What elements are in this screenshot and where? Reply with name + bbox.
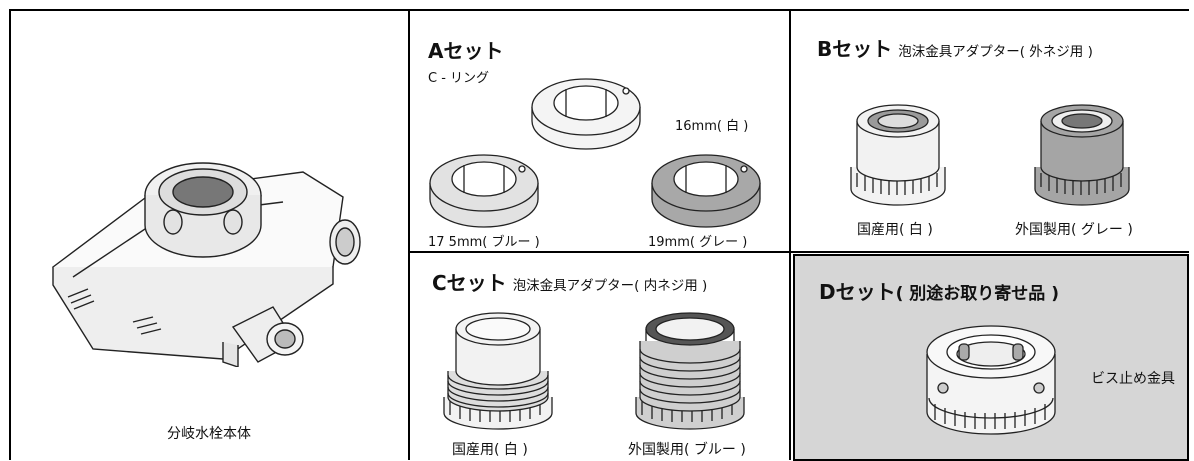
adapter-c-foreign-illustration [635, 312, 745, 430]
adapter-c-domestic-illustration [443, 312, 553, 430]
set-a-title: Aセット [428, 39, 504, 63]
divider-b-d [789, 251, 1189, 253]
adapter-b-foreign-label: 外国製用( グレー ) [1015, 222, 1133, 238]
c-ring-19mm-illustration [651, 154, 761, 228]
set-d-title: Dセット( 別途お取り寄せ品 ) [819, 276, 1059, 305]
set-a-panel: Aセット C - リング 16mm( 白 ) 17 5mm( ブルー ) [410, 11, 788, 250]
set-d-title-text: Dセット [819, 280, 896, 304]
c-ring-16mm-illustration [531, 78, 641, 150]
set-d-subtitle: ( 別途お取り寄せ品 ) [895, 284, 1059, 304]
c-ring-17-5mm-illustration [429, 154, 539, 228]
adapter-c-foreign-label: 外国製用( ブルー ) [628, 442, 746, 458]
set-c-title: Cセット泡沫金具アダプター( 内ネジ用 ) [432, 267, 707, 296]
frame-top-border [9, 9, 1189, 11]
divider-a-c [408, 251, 789, 253]
adapter-b-foreign-illustration [1034, 104, 1130, 206]
faucet-body-illustration [52, 162, 361, 367]
set-b-subtitle: 泡沫金具アダプター( 外ネジ用 ) [898, 44, 1093, 60]
main-unit-panel: 分岐水栓本体 [11, 11, 407, 459]
ring-17-5mm-label: 17 5mm( ブルー ) [428, 235, 540, 250]
divider-c-d [789, 251, 791, 460]
set-b-title-text: Bセット [817, 37, 893, 61]
set-c-subtitle: 泡沫金具アダプター( 内ネジ用 ) [512, 278, 708, 294]
adapter-c-domestic-label: 国産用( 白 ) [452, 442, 528, 458]
screw-fitting-label: ビス止め金具 [1091, 371, 1175, 387]
set-b-panel: Bセット泡沫金具アダプター( 外ネジ用 ) 国産用( 白 ) [791, 11, 1187, 250]
ring-16mm-label: 16mm( 白 ) [675, 119, 749, 134]
screw-fitting-illustration [926, 325, 1056, 435]
adapter-b-domestic-illustration [850, 104, 946, 206]
product-sheet: 分岐水栓本体 Aセット C - リング 16mm( 白 ) 17 5 [9, 9, 1189, 461]
adapter-b-domestic-label: 国産用( 白 ) [857, 222, 933, 238]
set-d-panel: Dセット( 別途お取り寄せ品 ) ビス止め金具 [793, 254, 1189, 461]
set-c-panel: Cセット泡沫金具アダプター( 内ネジ用 ) 国産用( 白 ) [410, 253, 788, 459]
divider-a-b [789, 9, 791, 251]
frame-left-border [9, 9, 11, 460]
set-b-title: Bセット泡沫金具アダプター( 外ネジ用 ) [817, 33, 1093, 62]
c-ring-label: C - リング [428, 71, 490, 86]
main-unit-caption: 分岐水栓本体 [167, 426, 251, 442]
set-c-title-text: Cセット [432, 271, 507, 295]
divider-main-sets [408, 9, 410, 460]
ring-19mm-label: 19mm( グレー ) [648, 235, 748, 250]
